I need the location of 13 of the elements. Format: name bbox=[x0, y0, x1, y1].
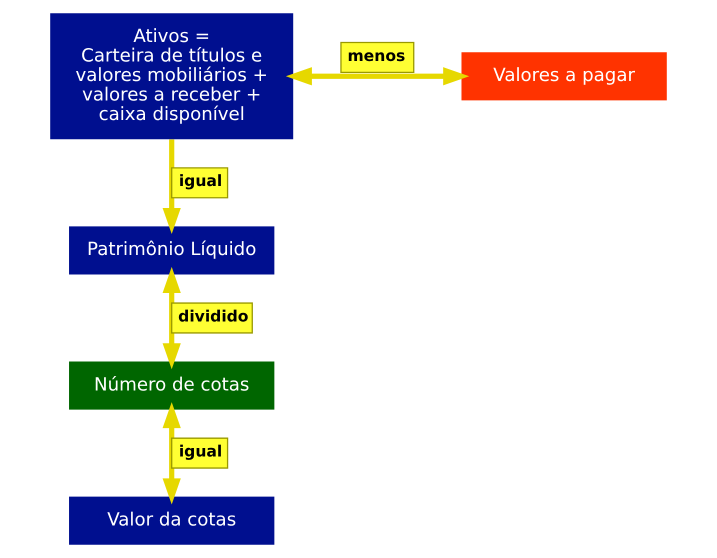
arrow bbox=[162, 402, 181, 504]
node-box: Ativos = Carteira de títulos e valores mobiliários + valores a receber + caixa disponível bbox=[50, 13, 294, 140]
node-box: Número de cotas bbox=[69, 362, 274, 410]
node-box: Valor da cotas bbox=[69, 496, 274, 545]
edge-label: dividido bbox=[178, 307, 249, 326]
arrow bbox=[286, 67, 470, 86]
node-box: Patrimônio Líquido bbox=[69, 226, 274, 274]
edge-label: igual bbox=[178, 442, 222, 461]
arrow bbox=[162, 266, 181, 370]
edge-label: igual bbox=[178, 172, 222, 190]
arrow bbox=[162, 140, 181, 234]
node-box: Valores a pagar bbox=[461, 52, 667, 100]
edge-label: menos bbox=[347, 46, 406, 65]
